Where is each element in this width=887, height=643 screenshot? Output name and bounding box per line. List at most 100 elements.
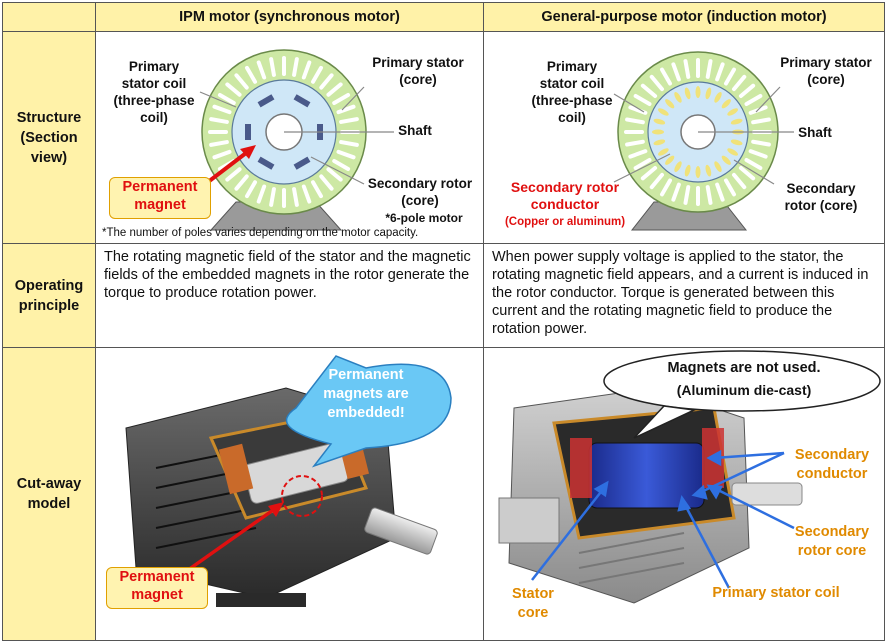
- stator-slot: [332, 93, 351, 105]
- stator-slot: [326, 82, 343, 97]
- stator-slot: [744, 158, 763, 170]
- stator-slot: [724, 178, 736, 197]
- induction-stator-core-cut-label: Stator core: [512, 586, 554, 621]
- induction-stator-core-label: Primary stator (core): [780, 55, 872, 87]
- stator-slot: [212, 149, 232, 160]
- stator-slot: [628, 149, 648, 159]
- ipm-stator-coil-label: Primary stator coil (three-phase coil): [113, 59, 195, 125]
- rotor-bar: [658, 148, 669, 156]
- rotor-bar: [714, 161, 722, 172]
- ipm-structure-cell: Primary stator coil (three-phase coil) P…: [95, 31, 484, 244]
- stator-slot: [715, 62, 725, 82]
- rotor-bar: [684, 164, 691, 177]
- stator-slot: [336, 149, 356, 160]
- stator-slot: [209, 140, 229, 147]
- stator-slot: [705, 59, 713, 79]
- magnet-bar: [293, 156, 311, 170]
- stator-slot: [671, 182, 681, 202]
- ipm-shaft-label: Shaft: [398, 123, 432, 138]
- stator-slot: [744, 94, 763, 106]
- header-induction: General-purpose motor (induction motor): [483, 2, 885, 32]
- motor-foot: [216, 593, 306, 607]
- rotor-bar: [665, 99, 675, 109]
- magnet-bar: [293, 94, 311, 108]
- stator-slots: [208, 56, 360, 208]
- ipm-permanent-magnet-label: Permanent magnet: [109, 177, 211, 219]
- stator-slot: [724, 67, 736, 86]
- rotor-bar: [653, 139, 666, 146]
- stator-slot: [311, 65, 323, 84]
- ipm-stator-core-label: Primary stator (core): [372, 55, 464, 87]
- stator-slot: [625, 117, 645, 125]
- ipm-bubble-text: Permanent magnets are embedded!: [323, 367, 409, 421]
- stator-slot: [256, 60, 267, 80]
- stator-slot: [751, 117, 771, 125]
- rotor-bar: [714, 92, 722, 103]
- stator-slot: [660, 67, 672, 86]
- shaft: [364, 507, 438, 555]
- stator-slot: [738, 83, 756, 99]
- stator-slot: [731, 74, 747, 92]
- induction-conductor-material: (Copper or aluminum): [504, 216, 626, 228]
- speech-bubble: [603, 350, 881, 412]
- induction-principle-text: When power supply voltage is applied to …: [483, 243, 885, 348]
- corner-cell: [2, 2, 96, 32]
- terminal-box: [498, 497, 560, 544]
- induction-cutaway-illustration: [498, 350, 881, 604]
- stator-slot: [292, 187, 299, 207]
- stator-slot: [633, 94, 652, 106]
- magnet-bar: [245, 124, 251, 140]
- stator-slot: [245, 180, 257, 199]
- stator-slot: [301, 60, 312, 80]
- magnet-bar: [257, 94, 275, 108]
- induction-cutaway-cell: Magnets are not used. (Aluminum die-cast…: [483, 347, 885, 641]
- stator-slot: [649, 74, 665, 92]
- stator-slot: [269, 187, 276, 207]
- induction-shaft-label: Shaft: [798, 125, 832, 140]
- ipm-section-diagram: [199, 49, 394, 231]
- stator-slot: [738, 165, 756, 181]
- row-label-cutaway: Cut-away model: [2, 347, 96, 641]
- row-label-structure: Structure (Section view): [2, 31, 96, 244]
- stator-slot: [225, 82, 242, 97]
- induction-bubble-line2: (Aluminum die-cast): [676, 382, 812, 398]
- shaft: [731, 482, 803, 506]
- stator-slot: [212, 104, 232, 115]
- stator-slot: [332, 159, 351, 171]
- stator-slot: [705, 185, 713, 205]
- stator-slot: [640, 165, 658, 181]
- induction-rotor-conductor-label: Secondary rotor conductor: [510, 179, 620, 212]
- rotor-bar: [695, 166, 701, 178]
- stator-windings: [570, 438, 592, 498]
- rotor-bar: [721, 155, 731, 165]
- ipm-poles-footnote: *The number of poles varies depending on…: [102, 227, 419, 239]
- stator-slot: [640, 83, 658, 99]
- stator-slot: [715, 182, 725, 202]
- stator-slot: [326, 167, 343, 182]
- induction-structure-cell: Primary stator coil (three-phase coil) P…: [483, 31, 885, 244]
- rotor-bar: [721, 99, 731, 109]
- stator-slot: [225, 167, 242, 182]
- stator-slot: [319, 73, 334, 90]
- stator-slot: [234, 174, 249, 191]
- induction-section-diagram: [613, 51, 794, 231]
- stator-slot: [339, 140, 359, 147]
- stator-slot: [683, 185, 691, 205]
- rotor-bar: [684, 87, 691, 100]
- stator-slot: [649, 172, 665, 190]
- stator-slot: [625, 139, 645, 147]
- stator-slot: [245, 65, 257, 84]
- rotor-bar: [653, 118, 666, 125]
- stator-slot: [683, 59, 691, 79]
- speech-bubble: [285, 355, 452, 468]
- stator-slot: [751, 139, 771, 147]
- ipm-cutaway-illustration: [125, 355, 452, 607]
- stator-slot: [301, 184, 312, 204]
- stator-slot: [336, 104, 356, 115]
- rotor-bar: [730, 118, 743, 125]
- rotor-bar: [695, 86, 701, 98]
- stator-windings: [218, 443, 254, 495]
- row-label-operating: Operating principle: [2, 243, 96, 348]
- rotor-bar: [674, 92, 682, 103]
